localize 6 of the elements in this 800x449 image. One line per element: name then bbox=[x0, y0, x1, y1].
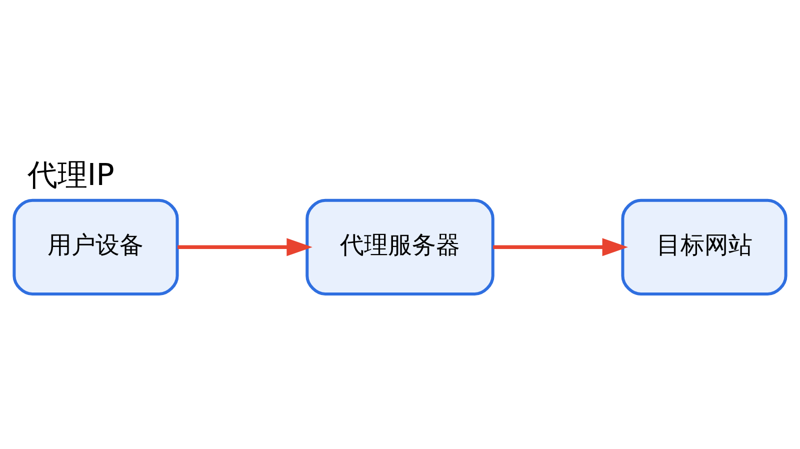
node-box: 目标网站 bbox=[621, 198, 788, 296]
node-box: 代理服务器 bbox=[306, 198, 494, 296]
node-box: 用户设备 bbox=[12, 198, 179, 296]
arrow bbox=[493, 238, 628, 256]
arrow bbox=[178, 238, 312, 256]
diagram-title: 代理IP bbox=[27, 158, 114, 194]
